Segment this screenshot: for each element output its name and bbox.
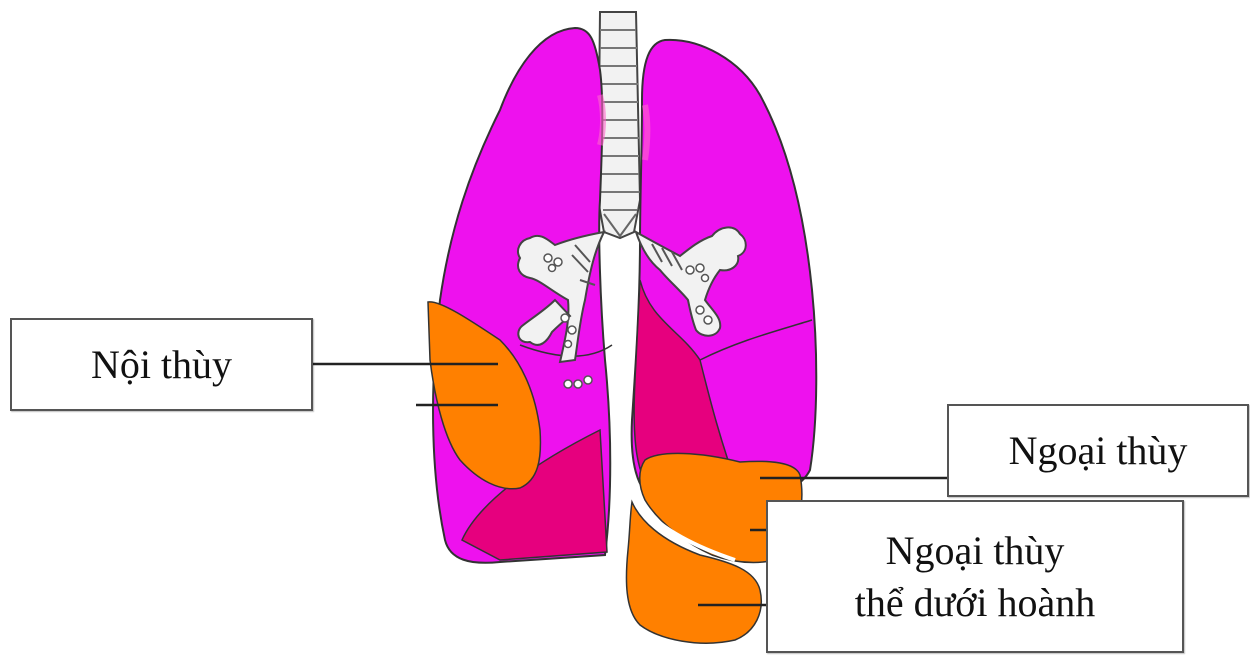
label-infradiaphragmatic-line1: Ngoại thùy	[886, 525, 1065, 577]
label-infradiaphragmatic: Ngoại thùy thể dưới hoành	[766, 500, 1184, 653]
label-infradiaphragmatic-line2: thể dưới hoành	[855, 577, 1096, 629]
left-lung	[632, 40, 817, 505]
label-intralobar: Nội thùy	[10, 318, 313, 411]
label-extralobar: Ngoại thùy	[947, 404, 1249, 497]
label-intralobar-text: Nội thùy	[91, 341, 232, 388]
label-extralobar-text: Ngoại thùy	[1009, 427, 1188, 474]
